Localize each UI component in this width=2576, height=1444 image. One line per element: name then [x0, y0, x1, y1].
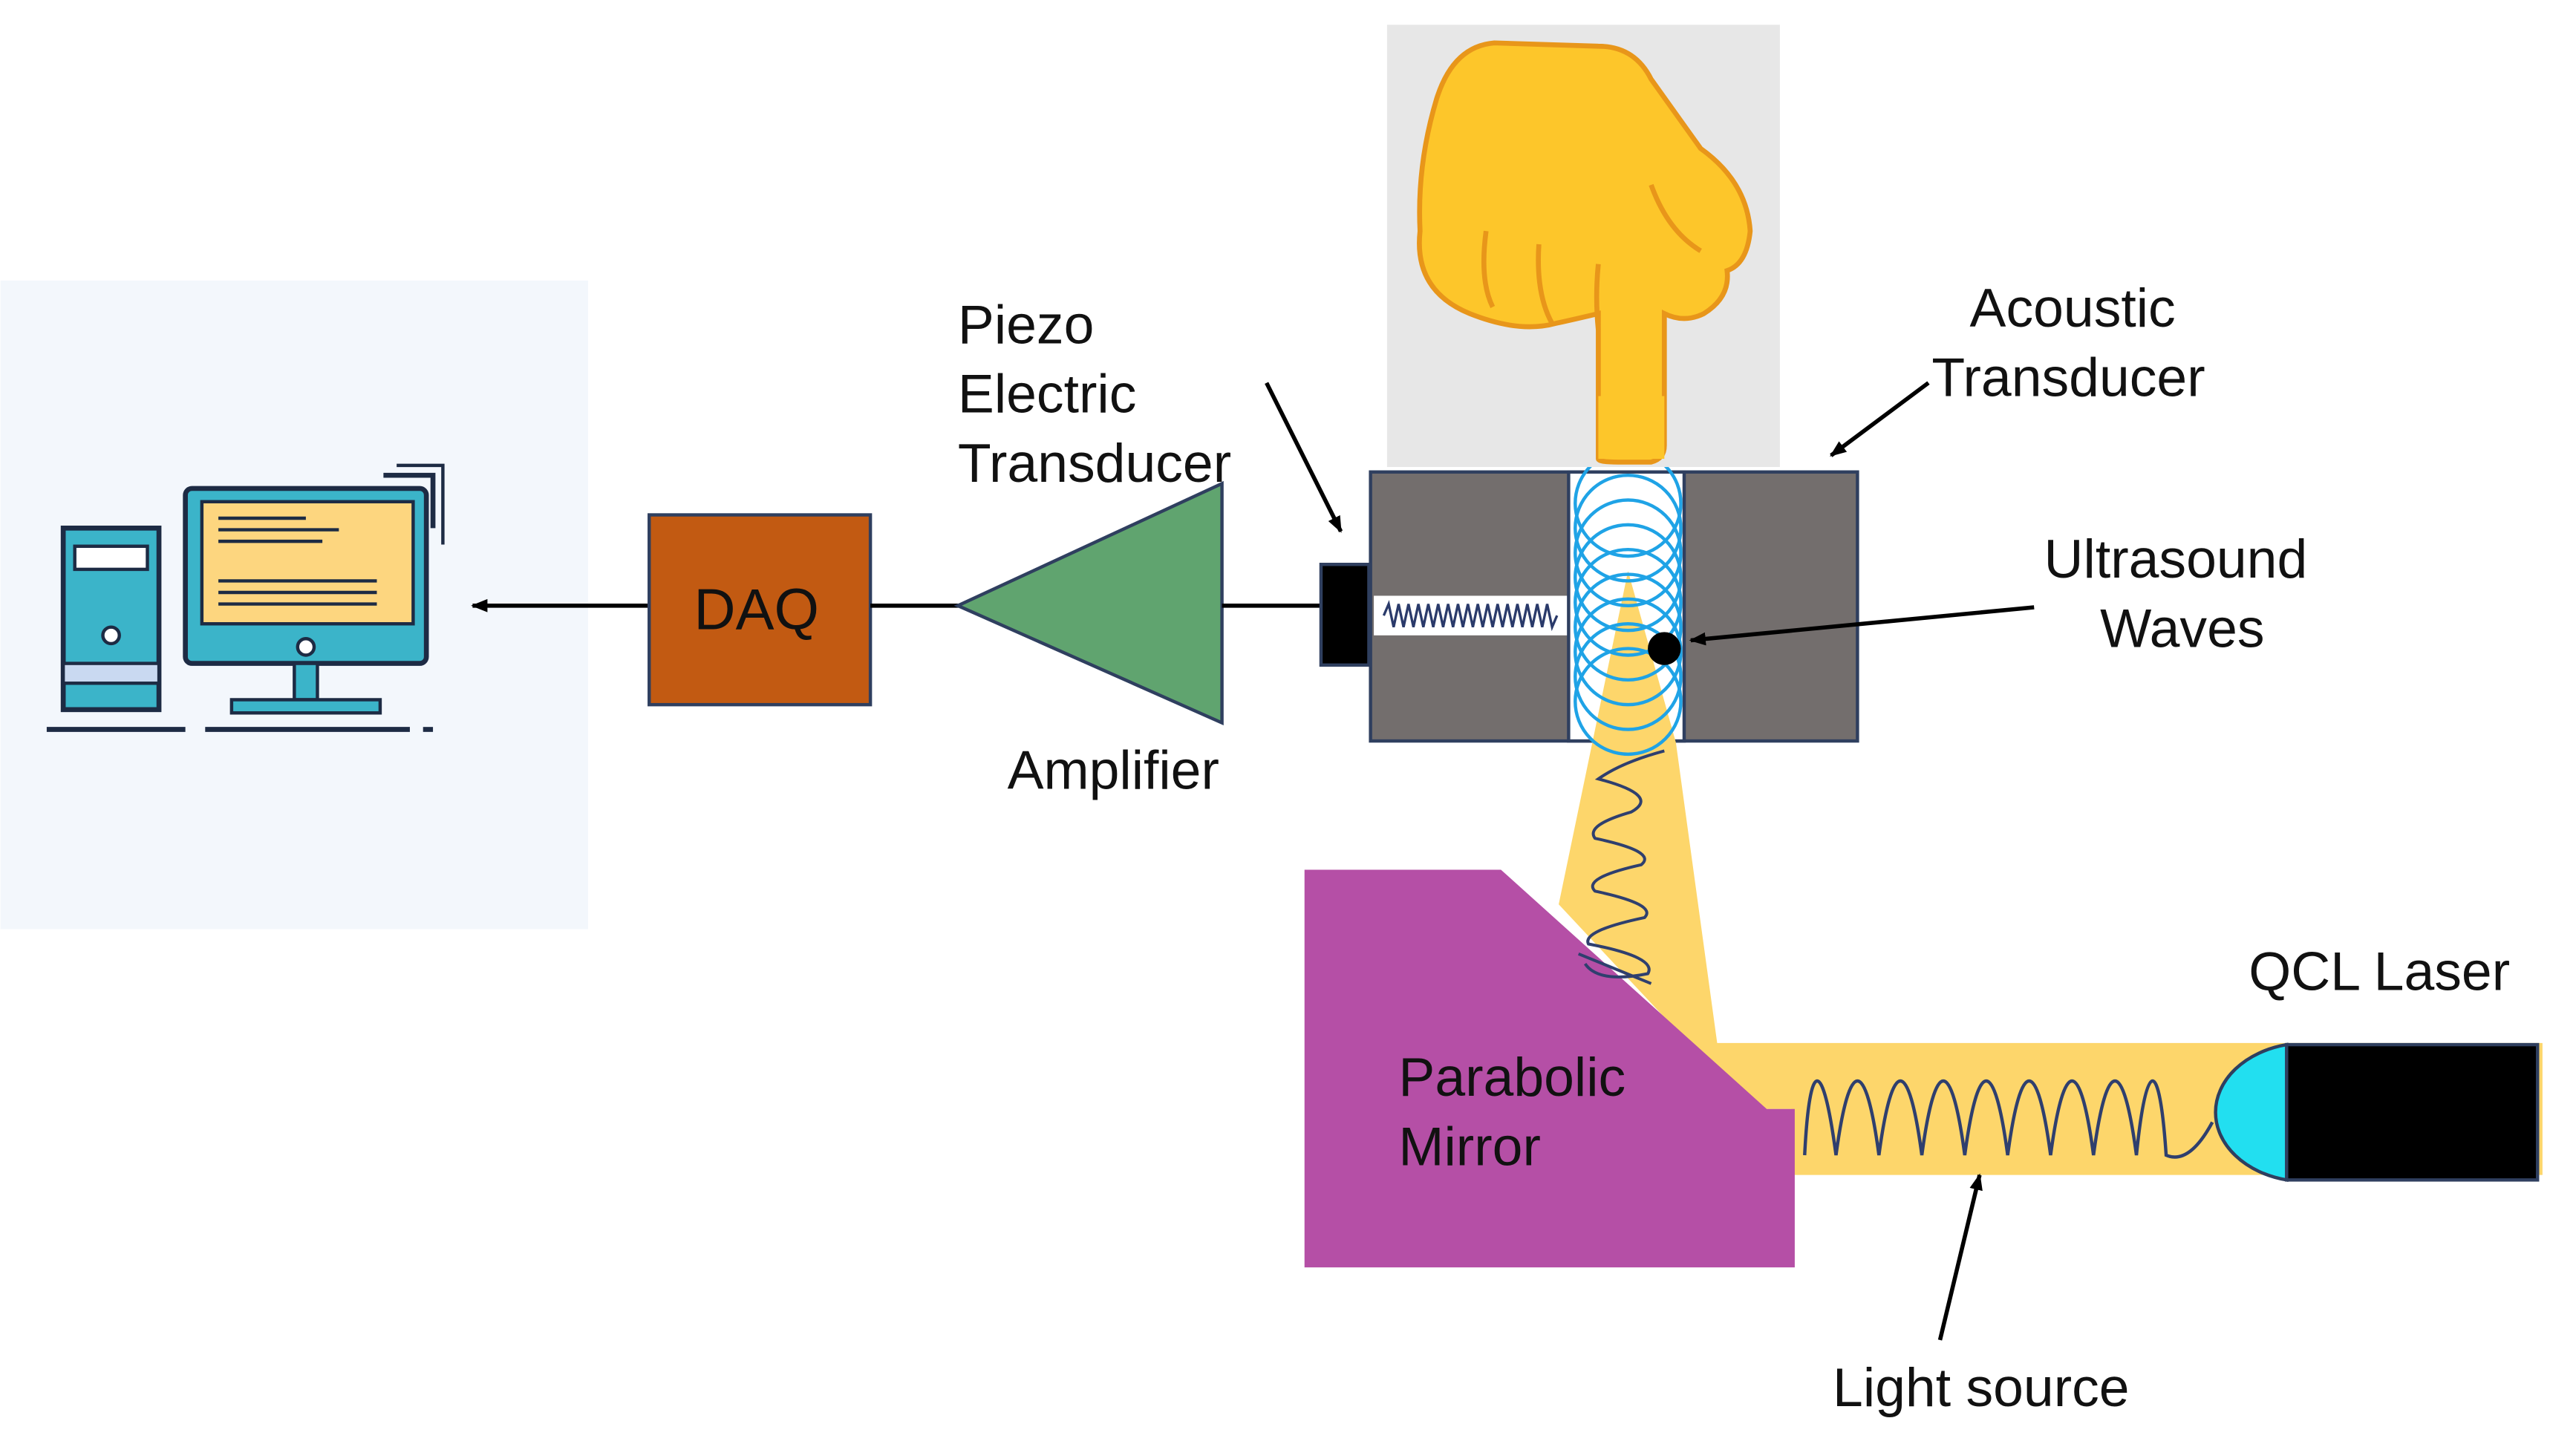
beam-wave-vertical	[1583, 749, 1665, 979]
parabolic-label-line2: Mirror	[1398, 1116, 1540, 1177]
ultrasound-particle	[1648, 632, 1681, 665]
qcl-laser-label: QCL Laser	[2249, 941, 2510, 1002]
piezo-label-line3: Transducer	[958, 433, 1231, 494]
beam-wave-reflect	[1577, 952, 1652, 985]
acoustic-pointer-arrow	[1830, 381, 1930, 457]
light-source-label: Light source	[1833, 1357, 2130, 1418]
beam-wave-horizontal	[1803, 1079, 2214, 1159]
piezo-pointer-arrow	[1265, 382, 1343, 533]
ultrasound-label-line1: Ultrasound	[2044, 529, 2308, 589]
daq-label: DAQ	[694, 578, 819, 641]
amplifier-triangle	[953, 480, 1224, 726]
channel-wave	[1382, 600, 1559, 632]
amplifier-label: Amplifier	[1008, 740, 1219, 801]
ultrasound-label-line2: Waves	[2100, 598, 2264, 659]
acoustic-label-line1: Acoustic	[1970, 278, 2176, 339]
daq-box	[648, 513, 873, 707]
parabolic-mirror	[1304, 869, 1795, 1268]
qcl-laser	[2214, 1042, 2540, 1182]
parabolic-label-line1: Parabolic	[1398, 1047, 1626, 1108]
acoustic-label-line2: Transducer	[1931, 347, 2205, 408]
laser-lens	[2214, 1042, 2289, 1182]
pointing-down-finger-icon	[1386, 24, 1780, 468]
piezo-label-line1: Piezo	[958, 294, 1094, 355]
ultrasound-pointer-arrow	[1689, 605, 2035, 646]
piezo-label-line2: Electric	[958, 364, 1136, 425]
piezo-transducer-block	[1319, 562, 1371, 667]
ultrasound-rings	[1574, 448, 1683, 757]
light-source-pointer-arrow	[1937, 1173, 1983, 1341]
laser-body	[2285, 1042, 2540, 1182]
